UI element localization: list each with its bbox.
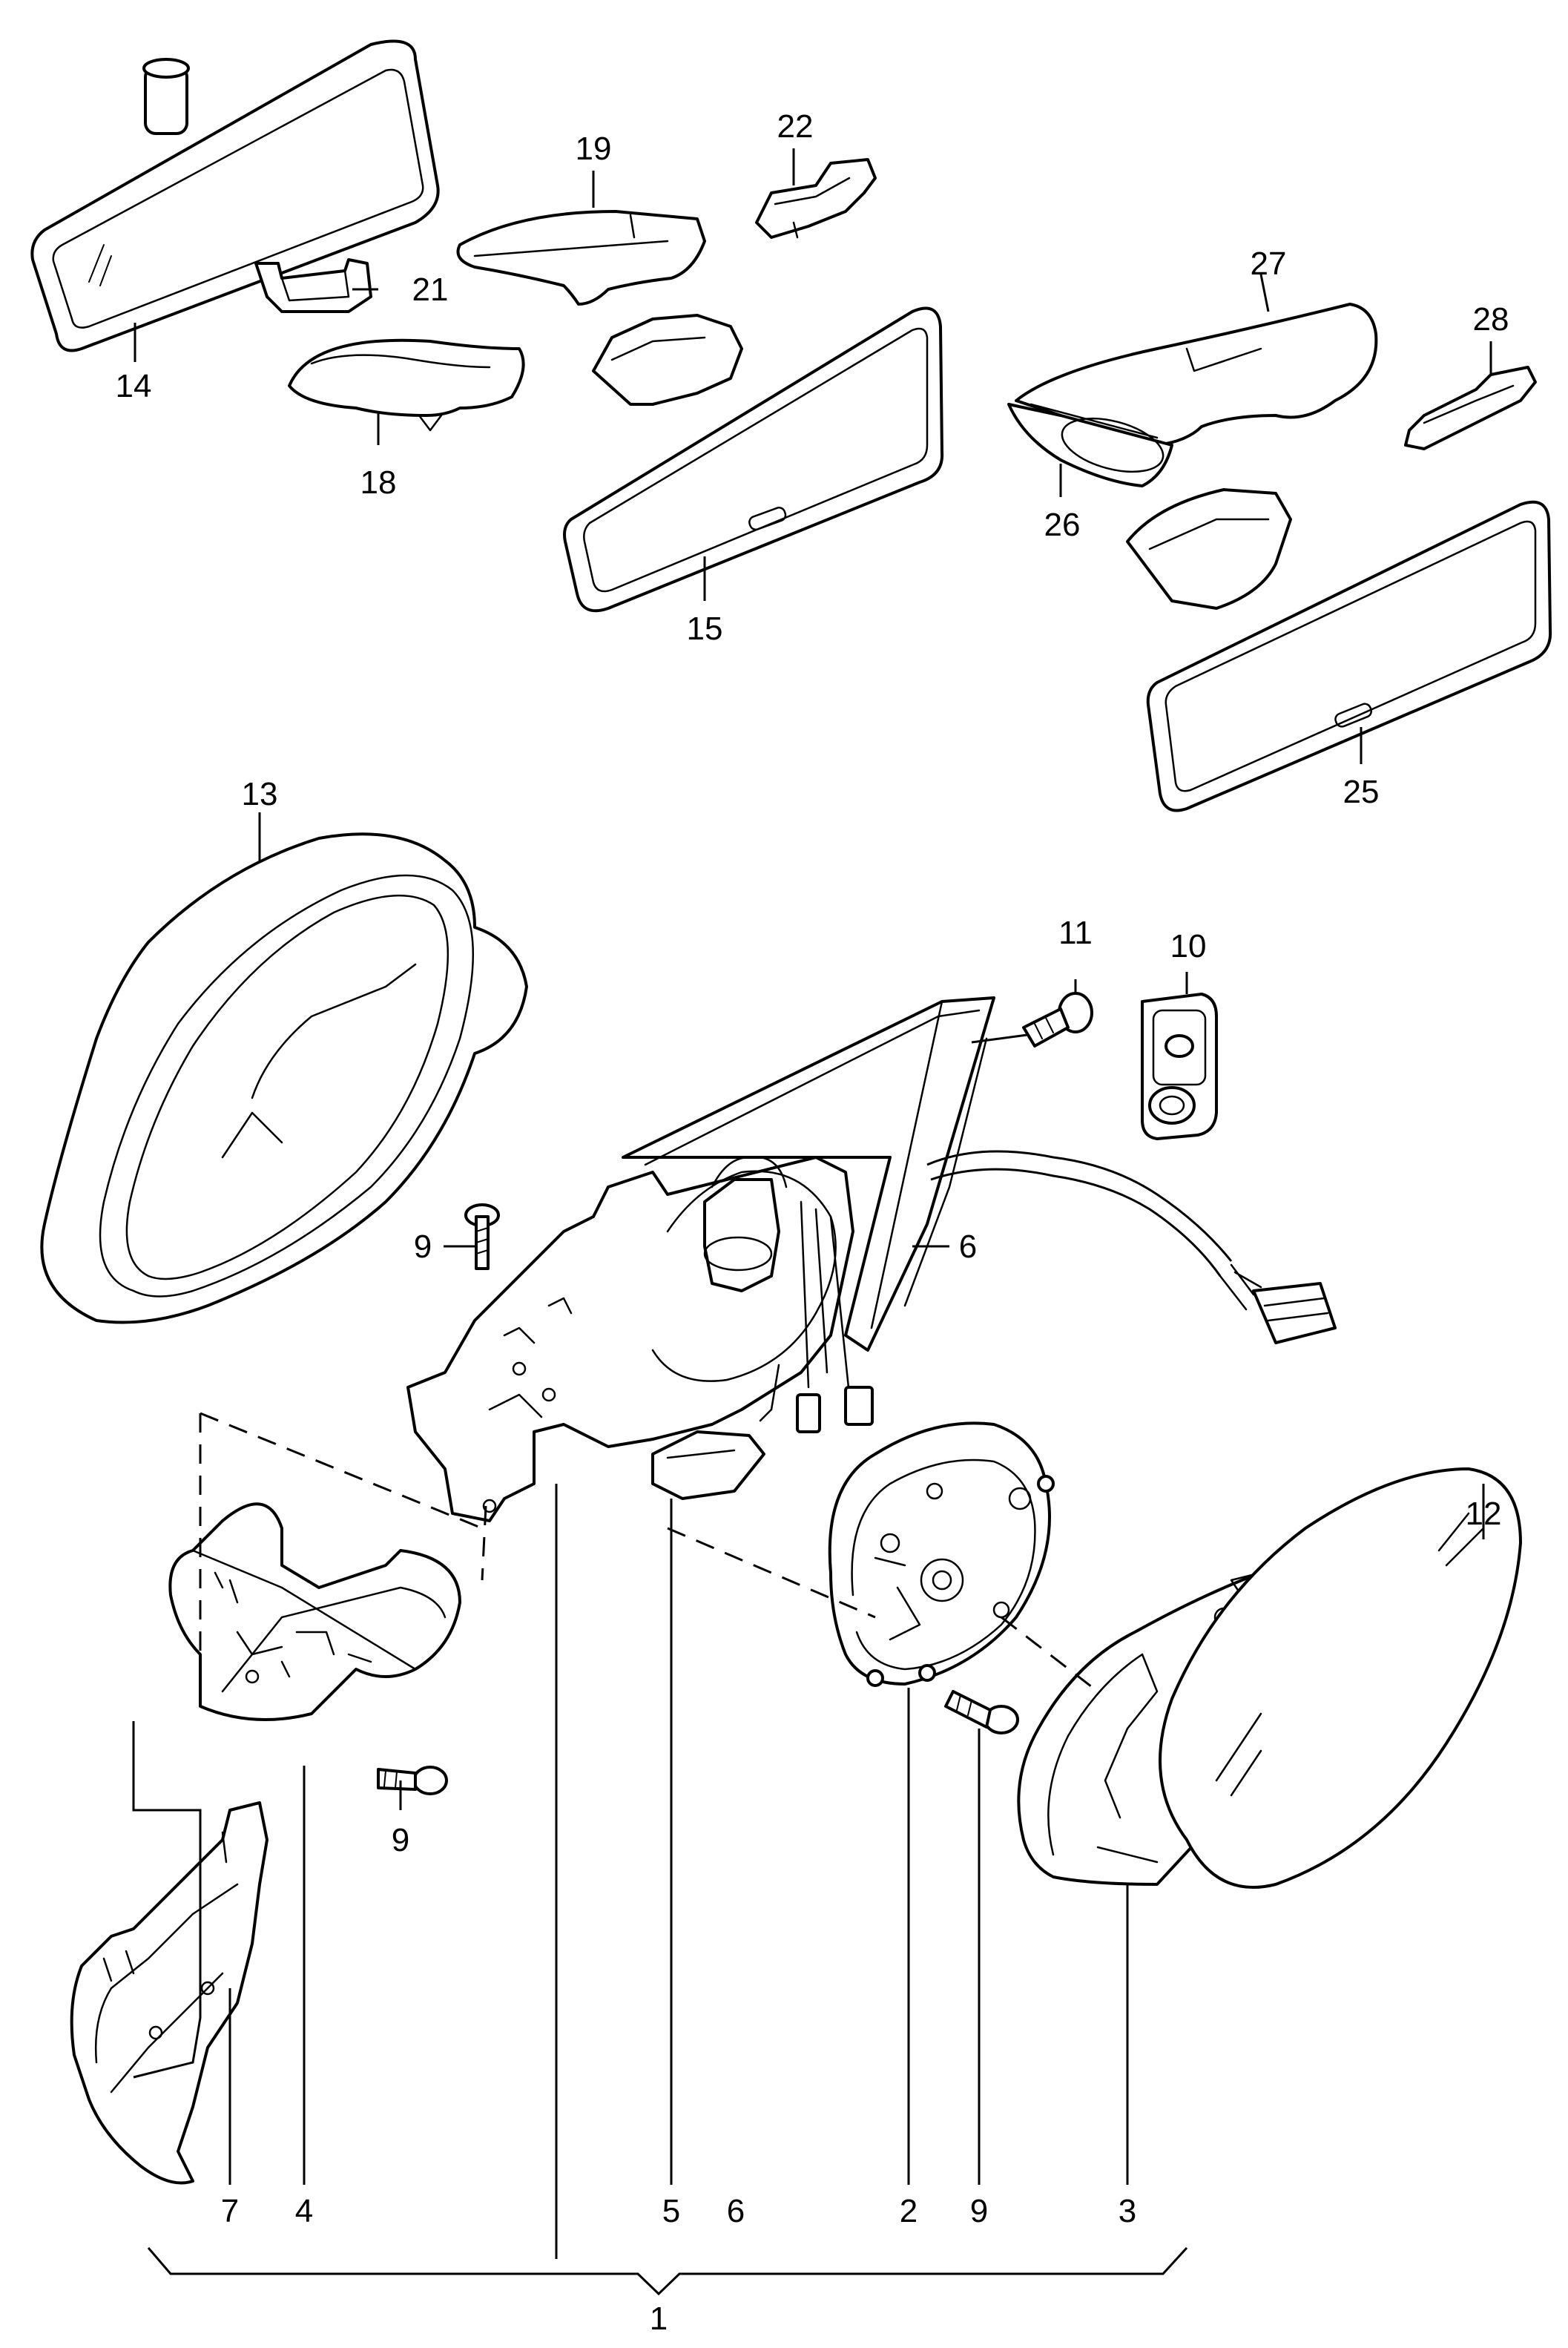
callout-27: 27 xyxy=(1251,246,1287,282)
part-5-wedge[interactable] xyxy=(651,1430,765,1500)
callout-9-motor: 9 xyxy=(970,2193,988,2229)
callout-10: 10 xyxy=(1170,928,1207,964)
part-26-base-cover[interactable] xyxy=(1007,403,1173,487)
callout-28: 28 xyxy=(1473,301,1509,338)
part-9-screw-motor[interactable] xyxy=(944,1690,1019,1734)
part-22-clip[interactable] xyxy=(755,158,877,239)
part-15-rear-view-mirror[interactable] xyxy=(563,306,944,613)
callout-6-right: 6 xyxy=(959,1229,977,1265)
part-25-rear-view-mirror[interactable] xyxy=(1126,488,1552,812)
part-2-adjusting-motor[interactable] xyxy=(828,1421,1055,1687)
callout-15: 15 xyxy=(687,611,723,647)
callout-21: 21 xyxy=(412,272,449,308)
part-9-screw-top[interactable] xyxy=(464,1203,500,1270)
callout-5: 5 xyxy=(662,2193,680,2229)
part-9-screw-cap[interactable] xyxy=(377,1766,448,1795)
part-13-mirror-housing[interactable] xyxy=(40,832,528,1324)
callout-22: 22 xyxy=(777,108,814,145)
callout-2: 2 xyxy=(900,2193,918,2229)
callout-11: 11 xyxy=(1058,915,1093,951)
callout-12: 12 xyxy=(1466,1496,1502,1532)
part-18-trim-cover[interactable] xyxy=(288,338,525,432)
callout-labels: 14 21 18 19 22 15 27 28 26 25 13 11 10 6… xyxy=(116,108,1509,2337)
part-11-screw[interactable] xyxy=(1022,992,1093,1048)
callout-9-cap: 9 xyxy=(392,1822,409,1858)
callout-4: 4 xyxy=(295,2193,313,2229)
part-28-clip[interactable] xyxy=(1404,366,1537,450)
callout-26: 26 xyxy=(1044,507,1081,543)
part-21-clip[interactable] xyxy=(254,258,372,313)
part-6-mirror-base[interactable] xyxy=(622,996,1337,1352)
leader-lines xyxy=(134,148,1492,2296)
part-14-rear-view-mirror[interactable] xyxy=(30,39,440,352)
part-4-mirror-cap[interactable] xyxy=(168,1502,461,1721)
assembly-lines xyxy=(132,1412,1098,2079)
callout-18: 18 xyxy=(360,464,397,501)
part-5-mirror-bracket[interactable] xyxy=(406,1156,874,1522)
part-19-trim-cover[interactable] xyxy=(456,210,706,306)
part-12-mirror-glass[interactable] xyxy=(1159,1467,1522,1889)
callout-19: 19 xyxy=(576,131,612,167)
callout-14: 14 xyxy=(116,368,152,404)
callout-1: 1 xyxy=(650,2301,668,2337)
part-7-lower-cover[interactable] xyxy=(70,1801,269,2185)
part-27-trim-cover[interactable] xyxy=(1015,303,1378,447)
callout-25: 25 xyxy=(1343,774,1380,810)
callout-7: 7 xyxy=(221,2193,239,2229)
callout-3: 3 xyxy=(1119,2193,1136,2229)
part-10-switch[interactable] xyxy=(1141,993,1218,1140)
callout-13: 13 xyxy=(242,776,278,812)
callout-6-bottom: 6 xyxy=(727,2193,745,2229)
callout-9-top: 9 xyxy=(414,1229,432,1265)
